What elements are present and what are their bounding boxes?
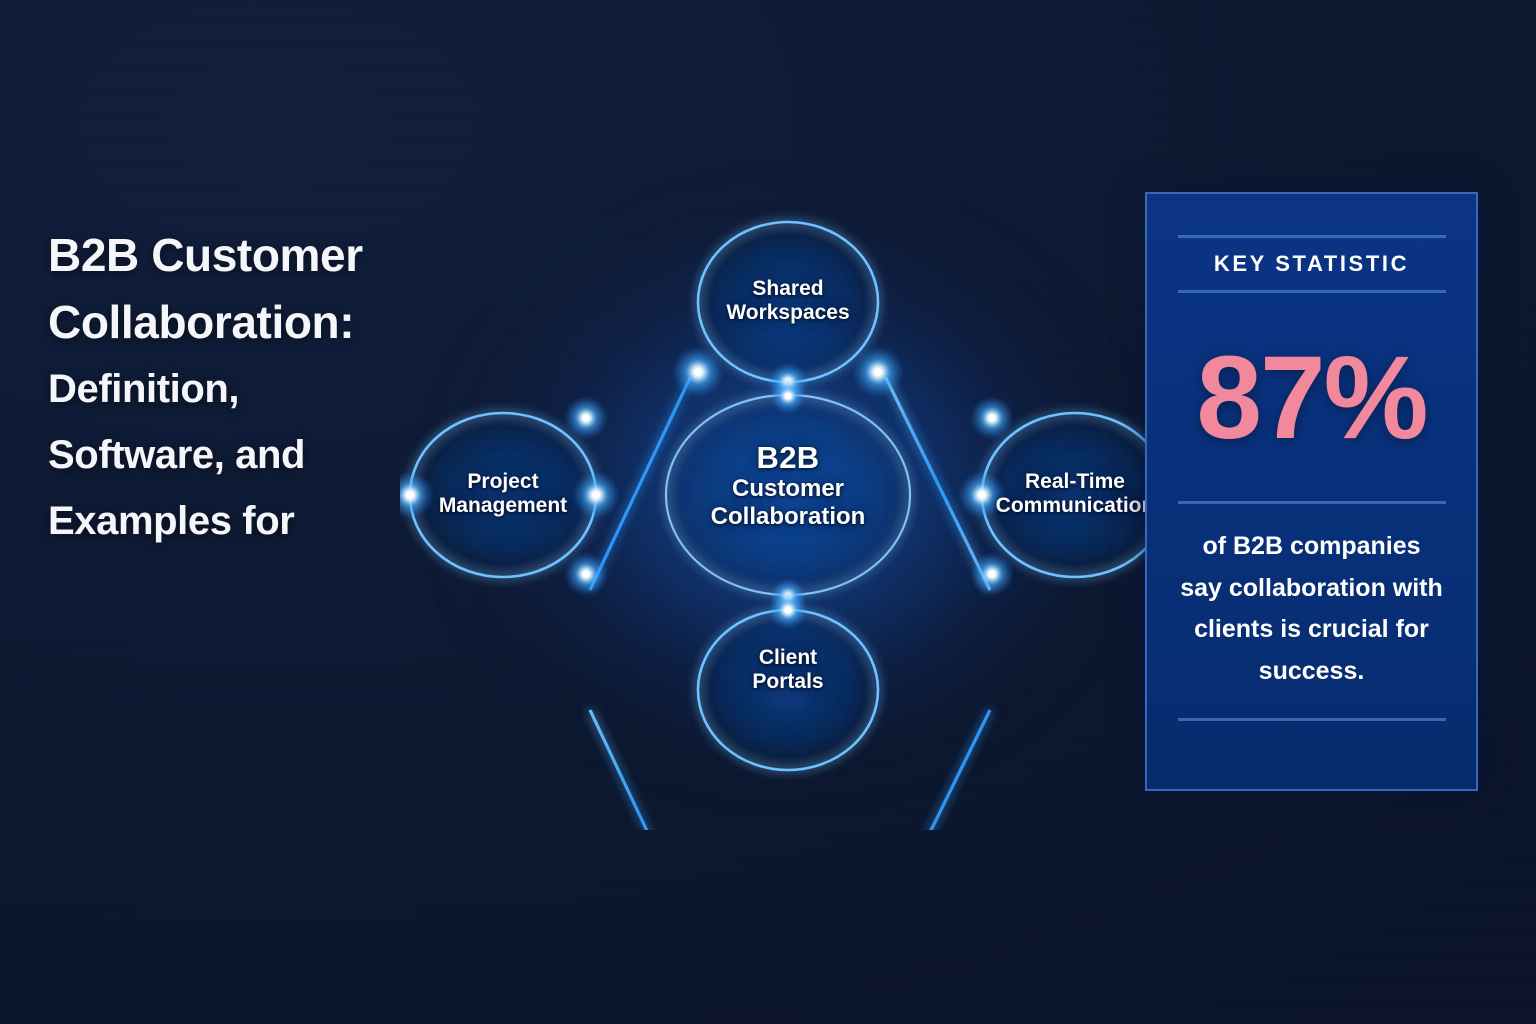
diagram-canvas	[400, 220, 1180, 830]
connector-bottom-right	[929, 709, 992, 830]
stat-description: of B2B companies say collaboration with …	[1180, 532, 1443, 685]
network-diagram: Shared Workspaces Project Management Rea…	[370, 140, 1210, 840]
dot-right-top	[970, 396, 1014, 440]
dot-top-left	[672, 346, 724, 398]
title-line-5: Examples for	[48, 499, 295, 543]
stat-label: KEY STATISTIC	[1213, 251, 1410, 276]
connector-bottom-left	[588, 709, 649, 830]
page-title: B2B Customer Collaboration: Definition, …	[48, 222, 438, 554]
divider-above-label	[1177, 235, 1446, 238]
dot-bottom-top	[768, 590, 808, 630]
title-line-4: Software, and	[48, 433, 306, 477]
dot-left-inner	[572, 471, 620, 519]
dot-center-top	[770, 378, 806, 414]
node-ring-top	[696, 220, 880, 384]
dot-right-inner	[958, 471, 1006, 519]
connector-top-left	[588, 377, 692, 591]
title-line-3: Definition,	[48, 367, 240, 411]
dot-right-bottom	[970, 552, 1014, 596]
connector-lines	[588, 377, 992, 830]
node-ring-right	[980, 411, 1170, 579]
connector-top-right	[884, 377, 992, 591]
dot-left-outer	[400, 471, 434, 519]
connector-dots	[400, 346, 1180, 630]
key-statistic-panel: KEY STATISTIC 87% of B2B companies say c…	[1145, 192, 1478, 791]
divider-below-description	[1177, 718, 1446, 721]
dot-top-right	[852, 346, 904, 398]
title-line-2: Collaboration:	[48, 296, 355, 348]
node-ring-center	[664, 393, 912, 597]
title-line-1: B2B Customer	[48, 229, 363, 281]
stat-value: 87%	[1196, 332, 1428, 464]
divider-above-description	[1177, 501, 1446, 504]
node-ring-left	[408, 411, 598, 579]
dot-left-bottom	[564, 552, 608, 596]
node-ring-bottom	[696, 608, 880, 772]
dot-left-top	[564, 396, 608, 440]
divider-below-label	[1177, 290, 1446, 293]
